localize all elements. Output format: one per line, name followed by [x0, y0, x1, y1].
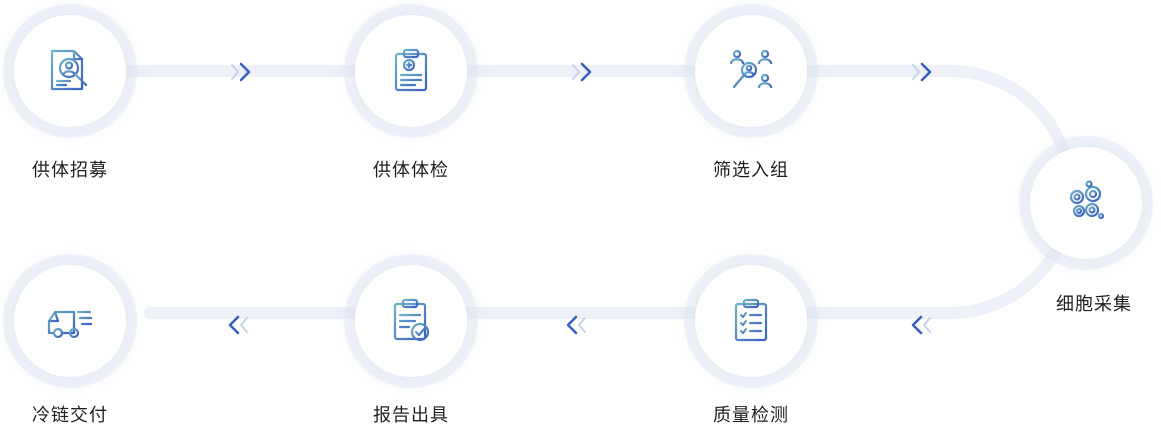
chevron-left-icon: [911, 315, 931, 335]
step-node-recruitment: [14, 15, 126, 127]
step-label: 冷链交付: [32, 405, 108, 426]
step-label: 筛选入组: [713, 160, 789, 181]
chevron-left-icon: [228, 315, 248, 335]
cells-icon: [1069, 180, 1105, 220]
chevron-left-icon: [566, 315, 586, 335]
step-node-report: [355, 265, 467, 377]
step-label: 质量检测: [713, 405, 789, 426]
chevron-right-icon: [912, 62, 932, 82]
document-search-icon: [50, 49, 88, 91]
chevron-right-icon: [231, 62, 251, 82]
report-check-icon: [393, 298, 430, 342]
step-node-quality-test: [695, 265, 807, 377]
step-node-cell-collection: [1030, 147, 1142, 259]
medical-clipboard-icon: [394, 48, 428, 92]
step-label: 报告出具: [373, 405, 449, 426]
delivery-truck-icon: [47, 310, 93, 339]
people-search-icon: [729, 49, 773, 89]
step-label: 供体体检: [373, 160, 449, 181]
step-label: 供体招募: [32, 160, 108, 181]
step-node-screening: [695, 15, 807, 127]
checklist-clipboard-icon: [734, 298, 768, 342]
step-node-donor-exam: [355, 15, 467, 127]
step-node-cold-chain: [14, 265, 126, 377]
step-label: 细胞采集: [1056, 294, 1132, 315]
chevron-right-icon: [572, 62, 592, 82]
